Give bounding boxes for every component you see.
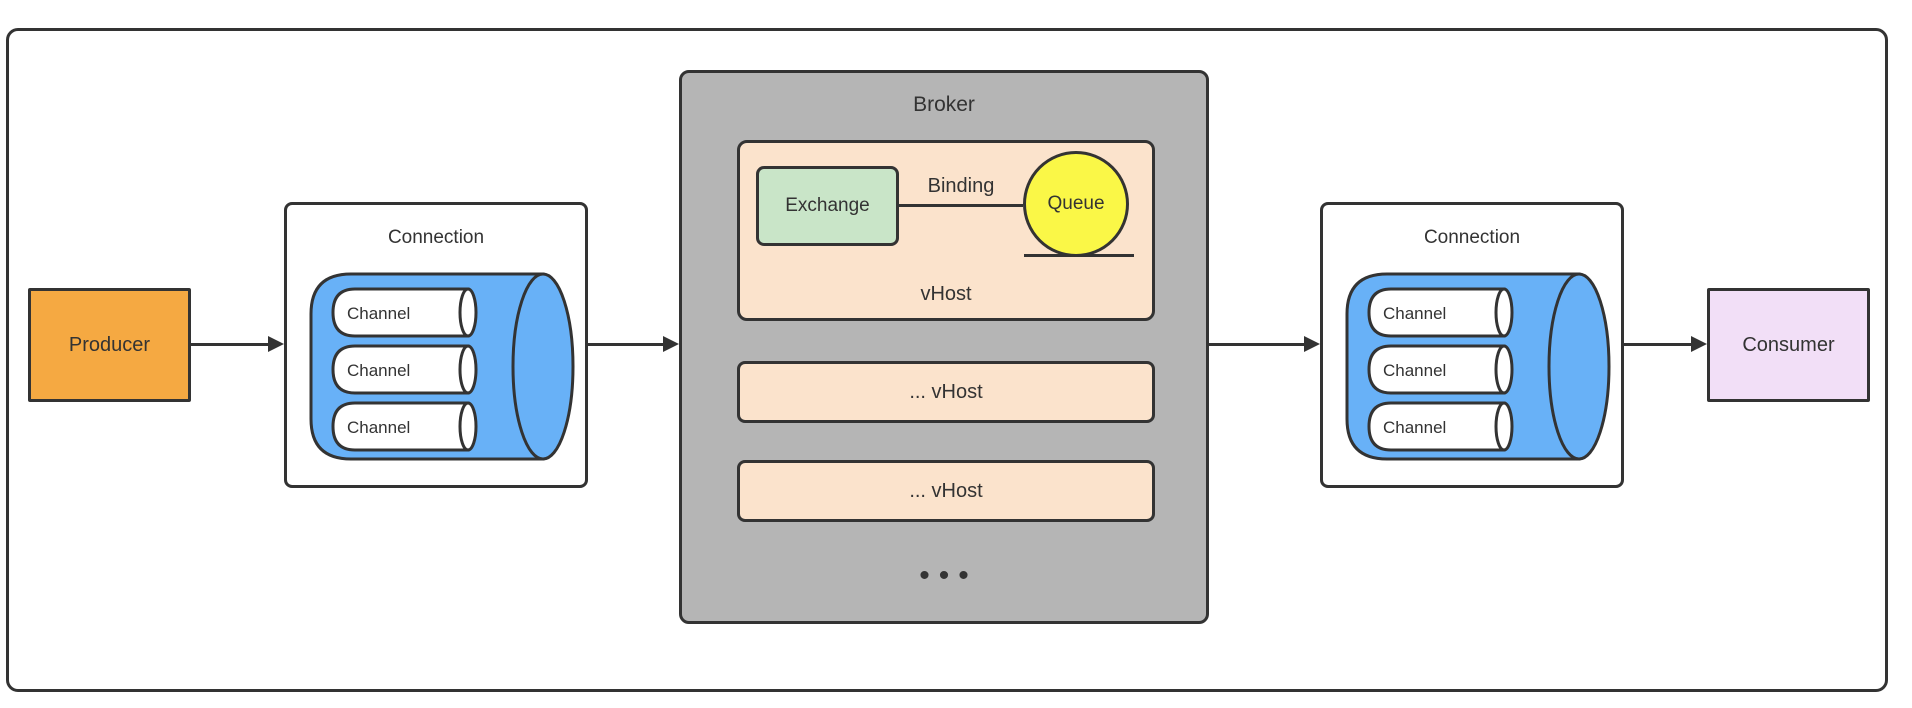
- producer-node: Producer: [28, 288, 191, 402]
- arrow-broker-to-connection: [1209, 336, 1320, 352]
- channel-tube: Channel: [331, 287, 478, 338]
- broker-title: Broker: [913, 93, 975, 116]
- arrow-connection-to-broker: [588, 336, 679, 352]
- channel-label: Channel: [347, 304, 410, 323]
- consumer-node: Consumer: [1707, 288, 1870, 402]
- vhost-row-label: ... vHost: [909, 479, 983, 502]
- connection-cylinder-graphic: Channel Channel Channel: [1345, 272, 1611, 461]
- arrow-head-icon: [663, 336, 679, 352]
- arrow-head-icon: [1304, 336, 1320, 352]
- channel-tube: Channel: [1367, 344, 1514, 395]
- channel-label: Channel: [1383, 418, 1446, 437]
- arrow-producer-to-connection: [191, 336, 284, 352]
- channel-tube: Channel: [331, 401, 478, 452]
- vhost-row: ... vHost: [737, 460, 1155, 522]
- arrow-head-icon: [268, 336, 284, 352]
- channel-tube: Channel: [331, 344, 478, 395]
- arrow-line: [1209, 343, 1308, 346]
- channel-label: Channel: [1383, 361, 1446, 380]
- channel-label: Channel: [1383, 304, 1446, 323]
- connection-left-node: Connection Channel Channel Channel: [284, 202, 588, 488]
- connection-right-node: Connection Channel Channel Channel: [1320, 202, 1624, 488]
- cylinder-cap: [1547, 272, 1611, 461]
- arrow-line: [191, 343, 272, 346]
- queue-label: Queue: [1047, 193, 1105, 214]
- vhost-label: vHost: [920, 283, 972, 305]
- connection-left-title: Connection: [387, 227, 485, 248]
- channel-tube: Channel: [1367, 401, 1514, 452]
- channel-tube: Channel: [1367, 287, 1514, 338]
- binding-line: [899, 204, 1023, 207]
- vhost-row: ... vHost: [737, 361, 1155, 423]
- ellipsis-dots: •••: [919, 559, 978, 592]
- binding-label: Binding: [927, 175, 995, 197]
- consumer-label: Consumer: [1742, 333, 1835, 356]
- broker-node: Broker Exchange Binding Queue vHost ... …: [679, 70, 1209, 624]
- vhost-row-label: ... vHost: [909, 380, 983, 403]
- channel-label: Channel: [347, 361, 410, 380]
- arrow-line: [588, 343, 667, 346]
- connection-right-title: Connection: [1423, 227, 1521, 248]
- exchange-node: Exchange: [756, 166, 899, 246]
- cylinder-cap: [511, 272, 575, 461]
- channel-label: Channel: [347, 418, 410, 437]
- arrow-head-icon: [1691, 336, 1707, 352]
- queue-node: Queue: [1023, 151, 1129, 257]
- vhost-main-node: Exchange Binding Queue vHost: [737, 140, 1155, 321]
- arrow-line: [1624, 343, 1695, 346]
- connection-cylinder-graphic: Channel Channel Channel: [309, 272, 575, 461]
- exchange-label: Exchange: [785, 195, 870, 216]
- producer-label: Producer: [68, 333, 151, 356]
- arrow-connection-to-consumer: [1624, 336, 1707, 352]
